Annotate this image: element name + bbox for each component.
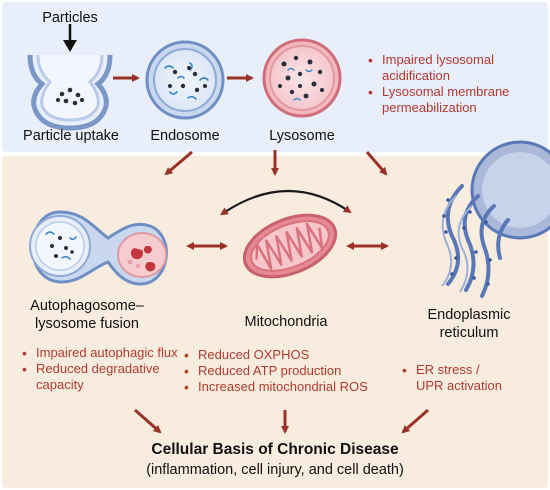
particle-uptake-icon <box>27 54 113 131</box>
arrow-er-to-outcome <box>401 408 429 434</box>
autophagosome-fusion-icon <box>29 210 168 286</box>
mitochondrion-icon <box>242 213 338 279</box>
er-effect-item: ER stress / UPR activation <box>402 362 502 394</box>
arrow-endosome-to-autophagosome <box>164 150 193 176</box>
outcome-subtitle: (inflammation, cell injury, and cell dea… <box>146 462 404 478</box>
endosome-label: Endosome <box>150 128 220 144</box>
autophagy-effect-item: Reduced degradative capacity <box>22 361 182 393</box>
mitochondria-effect-item: Reduced OXPHOS <box>184 347 369 363</box>
mitochondria-effect-item: Reduced ATP production <box>184 363 369 379</box>
particle-uptake-label: Particle uptake <box>23 128 119 144</box>
endoplasmic-reticulum-icon <box>441 140 550 298</box>
mitochondria-label: Mitochondria <box>244 314 328 330</box>
endosome-icon <box>145 40 225 120</box>
curved-connection-arrow <box>219 189 352 216</box>
autophagy-effect-item: Impaired autophagic flux <box>22 345 182 361</box>
arrow-lysosome-to-er <box>365 151 388 176</box>
lysosome-label: Lysosome <box>269 128 335 144</box>
lysosome-effect-item: Impaired lysosomal acidification <box>368 52 536 84</box>
lysosome-effects-list: Impaired lysosomal acidification Lysosom… <box>368 52 536 116</box>
mitochondria-effect-item: Increased mitochondrial ROS <box>184 379 369 395</box>
outcome-title: Cellular Basis of Chronic Disease <box>151 441 399 458</box>
arrow-autophagy-to-outcome <box>134 408 162 434</box>
lysosome-icon <box>262 38 342 118</box>
mitochondria-effects-list: Reduced OXPHOS Reduced ATP production In… <box>184 347 369 395</box>
er-effects-list: ER stress / UPR activation <box>402 362 502 394</box>
autophagy-effects-list: Impaired autophagic flux Reduced degrada… <box>22 345 182 393</box>
particles-label: Particles <box>42 10 98 26</box>
er-label: Endoplasmic reticulum <box>427 307 511 341</box>
autophagosome-label: Autophagosome– lysosome fusion <box>30 298 144 332</box>
lysosome-effect-item: Lysosomal membrane permeabilization <box>368 84 536 116</box>
